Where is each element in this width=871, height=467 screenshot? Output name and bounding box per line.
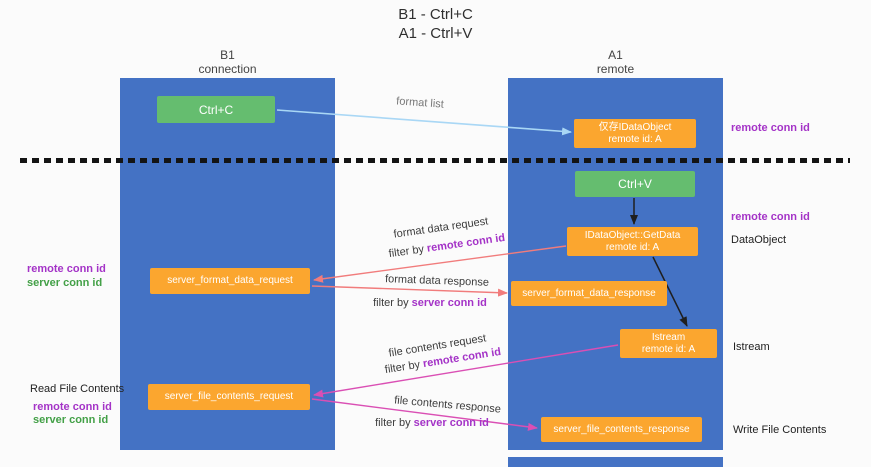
label-filter-server-2: filter by server conn id bbox=[357, 417, 507, 430]
annotation-remote-conn-id-bottom-left: remote conn id bbox=[33, 401, 112, 413]
lane-header-a1: A1 remote bbox=[508, 48, 723, 76]
node-file-response-label: server_file_contents_response bbox=[553, 423, 690, 435]
annotation-dataobject: DataObject bbox=[731, 234, 787, 246]
node-format-request-label: server_format_data_request bbox=[167, 275, 293, 286]
node-format-request: server_format_data_request bbox=[150, 268, 310, 294]
filter-key-server-conn-id: server conn id bbox=[411, 297, 487, 309]
label-format-list-text: format list bbox=[395, 95, 445, 111]
title-line-2: A1 - Ctrl+V bbox=[398, 25, 473, 42]
annotation-remote-conn-id-top-right: remote conn id bbox=[731, 122, 810, 134]
node-istream-line2: remote id: A bbox=[641, 343, 696, 355]
node-ctrl-v-label: Ctrl+V bbox=[618, 177, 652, 191]
node-ctrl-v: Ctrl+V bbox=[575, 171, 695, 197]
filter-prefix: filter by bbox=[375, 417, 411, 429]
annotation-remote-conn-id-top-left: remote conn id bbox=[27, 263, 106, 275]
annotation-server-conn-id-top-left: server conn id bbox=[27, 277, 103, 289]
annotation-remote-conn-id-mid-right: remote conn id bbox=[731, 211, 810, 223]
filter-prefix: filter by bbox=[384, 358, 421, 377]
annotation-read-file-contents: Read File Contents bbox=[30, 383, 125, 395]
lane-b1-name: B1 bbox=[220, 48, 235, 62]
lane-b1-role: connection bbox=[198, 62, 257, 76]
node-istream: Istream remote id: A bbox=[620, 329, 717, 358]
node-getdata-line1: IDataObject::GetData bbox=[584, 229, 681, 241]
node-format-response: server_format_data_response bbox=[511, 281, 667, 306]
diagram-title: B1 - Ctrl+C A1 - Ctrl+V bbox=[0, 5, 871, 43]
node-file-request: server_file_contents_request bbox=[148, 384, 310, 410]
label-file-contents-response-text: file contents response bbox=[393, 394, 502, 416]
node-getdata: IDataObject::GetData remote id: A bbox=[567, 227, 698, 256]
filter-prefix: filter by bbox=[373, 297, 409, 309]
label-format-data-response: format data response bbox=[362, 272, 512, 290]
node-file-request-label: server_file_contents_request bbox=[164, 391, 294, 402]
annotation-istream: Istream bbox=[733, 341, 770, 353]
node-idataobject-line1: 仅存IDataObject bbox=[598, 121, 672, 133]
annotation-write-file-contents: Write File Contents bbox=[733, 424, 827, 436]
node-idataobject-line2: remote id: A bbox=[608, 133, 662, 145]
node-file-response: server_file_contents_response bbox=[541, 417, 702, 442]
title-line-1: B1 - Ctrl+C bbox=[398, 6, 473, 23]
filter-key-server-conn-id: server conn id bbox=[413, 417, 489, 429]
lane-a1-name: A1 bbox=[608, 48, 623, 62]
label-filter-server-1: filter by server conn id bbox=[355, 297, 505, 310]
node-idataobject: 仅存IDataObject remote id: A bbox=[574, 119, 696, 148]
lane-a1-continuation bbox=[508, 457, 723, 467]
filter-prefix: filter by bbox=[387, 243, 425, 261]
label-format-data-response-text: format data response bbox=[384, 273, 490, 289]
lane-a1-role: remote bbox=[596, 62, 635, 76]
node-istream-line1: Istream bbox=[651, 331, 686, 343]
node-ctrl-c: Ctrl+C bbox=[157, 96, 275, 123]
label-format-list: format list bbox=[360, 93, 481, 114]
dashed-separator-line bbox=[20, 158, 850, 163]
annotation-server-conn-id-bottom-left: server conn id bbox=[33, 414, 109, 426]
node-ctrl-c-label: Ctrl+C bbox=[198, 102, 234, 117]
node-format-response-label: server_format_data_response bbox=[522, 287, 656, 299]
label-file-contents-response: file contents response bbox=[375, 393, 521, 419]
lane-header-b1: B1 connection bbox=[120, 48, 335, 76]
node-getdata-line2: remote id: A bbox=[605, 241, 660, 253]
